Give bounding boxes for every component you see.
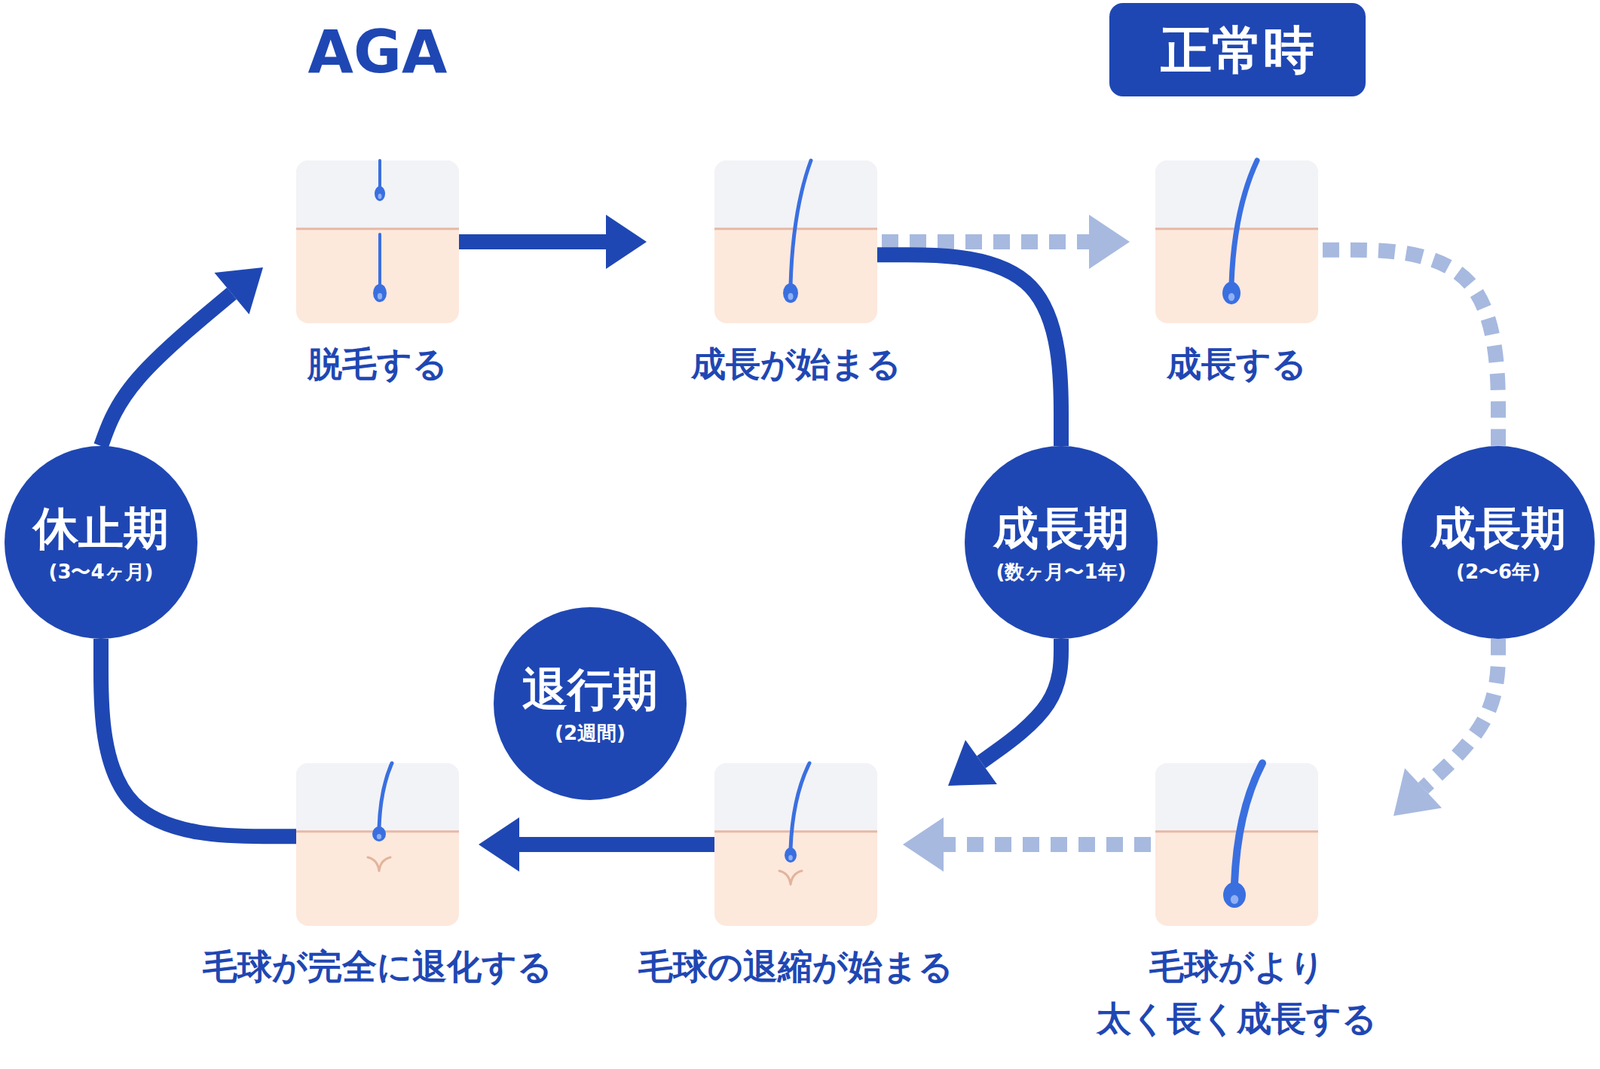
circle-content: 休止期(3〜4ヶ月) [4, 446, 198, 640]
stage-tile: 脱毛する [296, 160, 459, 324]
connector-line [981, 639, 1062, 763]
skin-illustration [1155, 763, 1319, 927]
arrow-head [214, 267, 264, 315]
phase-duration: (数ヶ月〜1年) [996, 559, 1127, 585]
skin-illustration [1155, 160, 1319, 324]
badge-label: 正常時 [1160, 18, 1315, 83]
stage-caption: 成長が始まる [691, 338, 902, 391]
connector-line [1423, 639, 1499, 789]
arrow-head [1393, 768, 1442, 817]
arrow-head [948, 740, 998, 787]
connector-line [458, 234, 606, 250]
label-badge: 正常時 [1109, 3, 1366, 97]
arrow-head [478, 817, 520, 872]
phase-name: 退行期 [522, 661, 658, 719]
circle-content: 成長期(2〜6年) [1401, 446, 1595, 640]
stage-caption: 成長する [1166, 338, 1307, 391]
stage-tile: 毛球が完全に退化する [296, 763, 459, 927]
connector-line [1322, 250, 1499, 447]
phase-name: 成長期 [993, 500, 1129, 557]
phase-circle: 成長期(数ヶ月〜1年) [964, 446, 1158, 640]
cycle-connector [458, 214, 647, 270]
skin-illustration [714, 160, 878, 324]
connector-line [943, 837, 1151, 853]
cycle-connector [1393, 639, 1499, 817]
phase-duration: (2週間) [554, 721, 626, 747]
skin-illustration [714, 763, 878, 927]
stage-tile: 毛球の退縮が始まる [714, 763, 878, 927]
circle-content: 成長期(数ヶ月〜1年) [964, 446, 1158, 640]
cycle-connector [100, 639, 297, 837]
cycle-connector [100, 267, 264, 447]
badge-content: 正常時 [1109, 3, 1366, 97]
circle-content: 退行期(2週間) [493, 607, 687, 801]
arrow-head [1089, 214, 1130, 270]
phase-name: 成長期 [1430, 500, 1567, 557]
phase-duration: (2〜6年) [1456, 559, 1541, 585]
stage-tile: 成長が始まる [714, 160, 878, 324]
phase-circle: 休止期(3〜4ヶ月) [4, 446, 198, 640]
stage-tile: 毛球がより 太く長く成長する [1155, 763, 1319, 927]
skin-illustration [296, 763, 459, 927]
cycle-connector [902, 817, 1151, 872]
skin-illustration [296, 160, 459, 324]
phase-name: 休止期 [33, 500, 169, 557]
phase-circle: 退行期(2週間) [493, 607, 687, 801]
connector-line [100, 639, 297, 837]
phase-duration: (3〜4ヶ月) [48, 559, 154, 585]
phase-circle: 成長期(2〜6年) [1401, 446, 1595, 640]
connector-line [881, 234, 1090, 250]
cycle-connector [877, 254, 1062, 447]
arrow-head [902, 817, 944, 872]
diagram-title: AGA [308, 22, 448, 82]
stage-tile: 成長する [1155, 160, 1319, 324]
connector-line [100, 293, 233, 447]
stage-caption: 毛球がより 太く長く成長する [1080, 941, 1393, 1046]
cycle-connector [1322, 250, 1499, 447]
arrow-head [605, 214, 647, 270]
stage-caption: 毛球が完全に退化する [202, 941, 553, 994]
stage-caption: 脱毛する [307, 338, 448, 391]
connector-line [877, 254, 1062, 447]
connector-line [519, 837, 715, 853]
cycle-connector [478, 817, 715, 872]
stage-caption: 毛球の退縮が始まる [638, 941, 954, 994]
cycle-connector [948, 639, 1062, 787]
